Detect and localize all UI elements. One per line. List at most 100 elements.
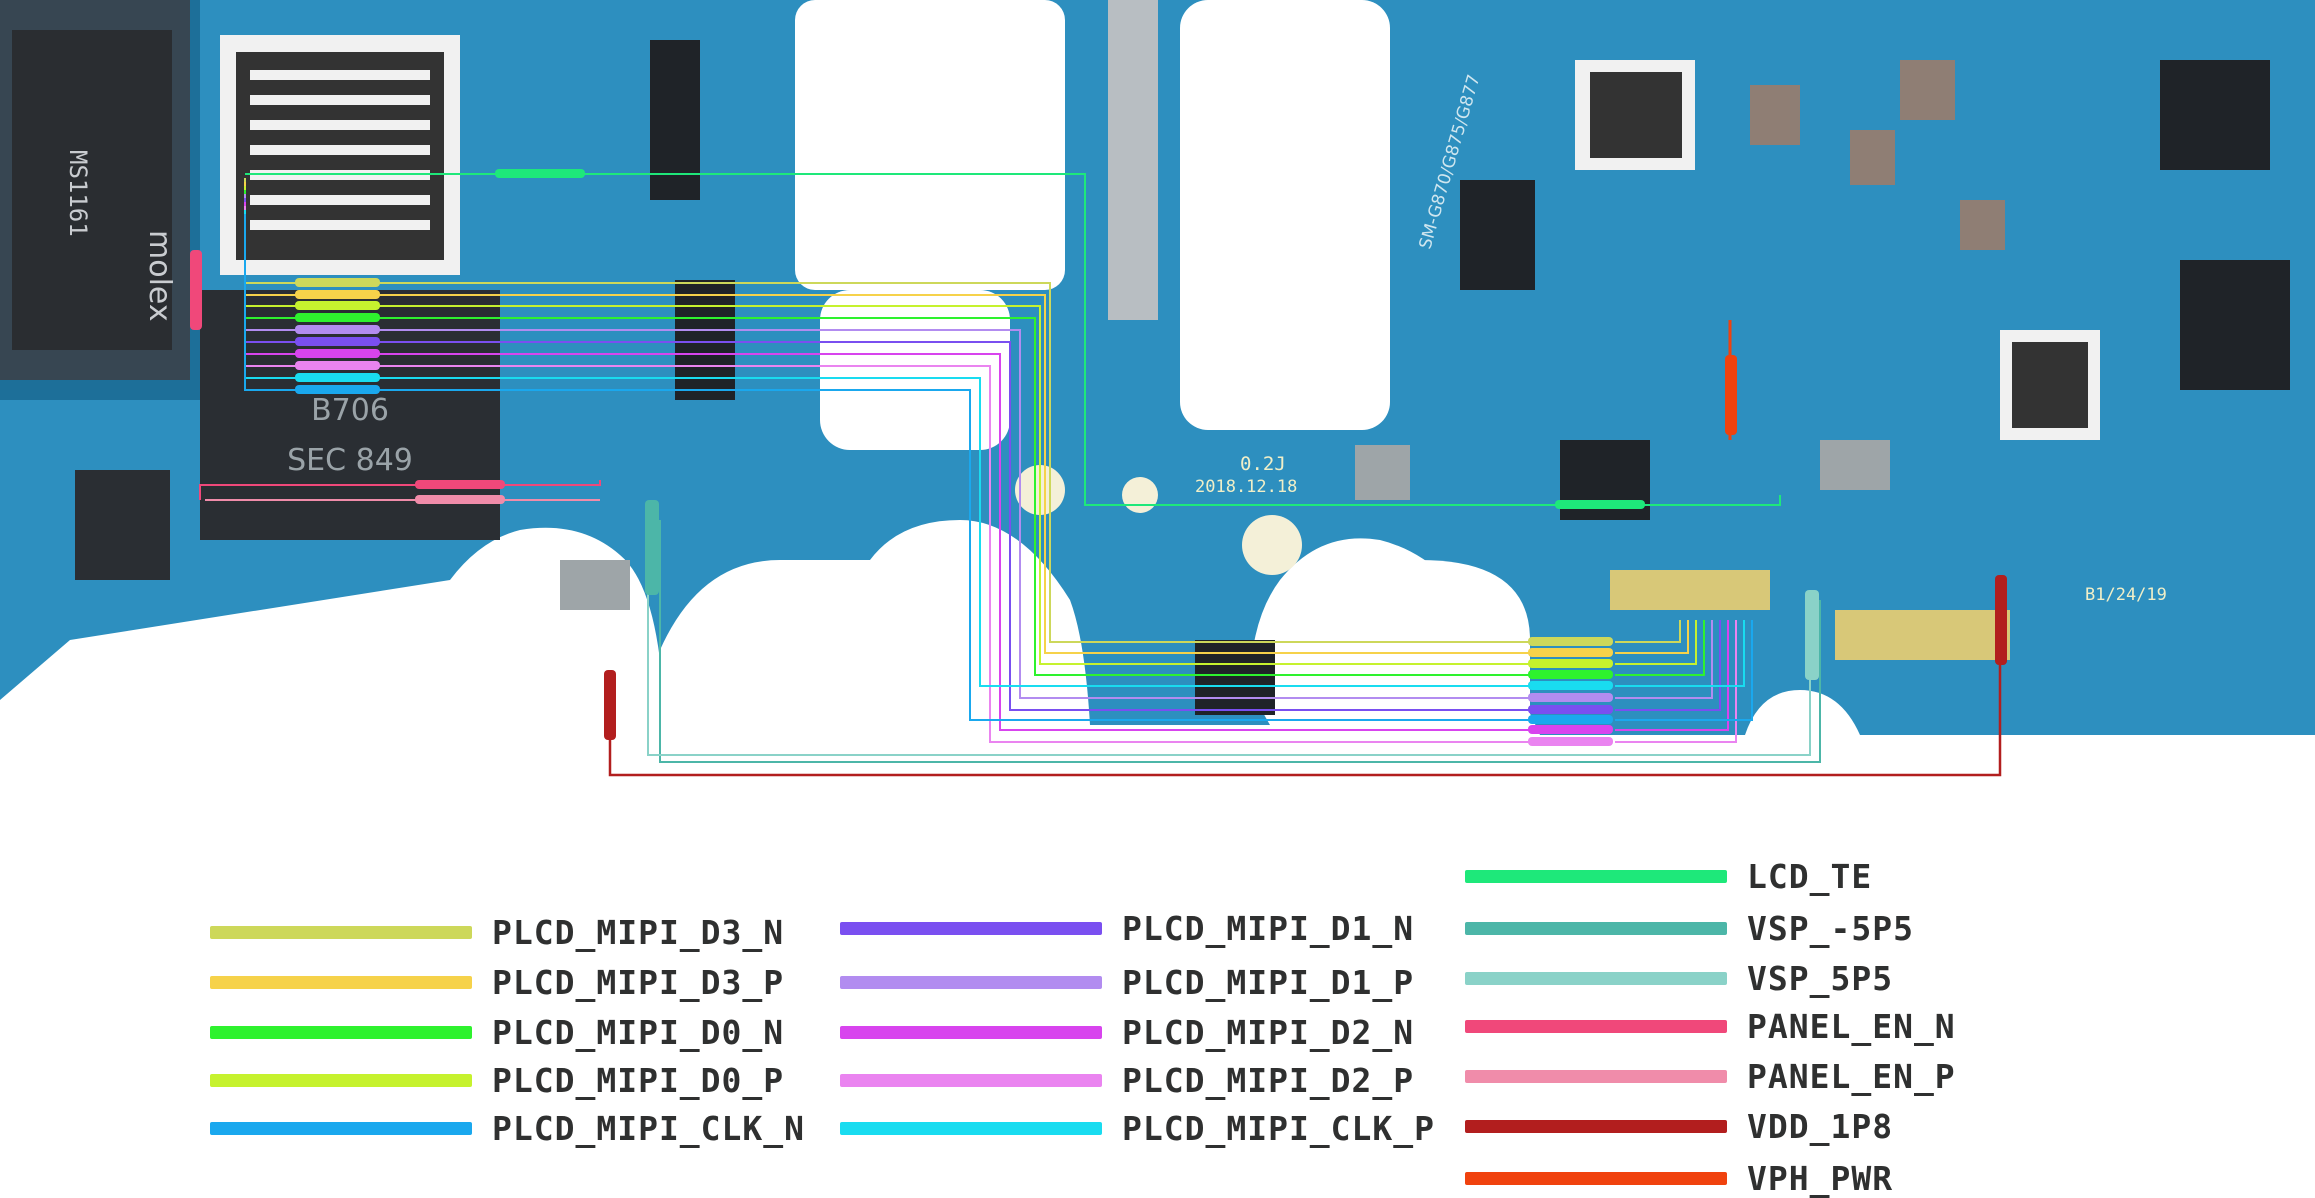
board-version-marking: 0.2J <box>1240 453 1286 475</box>
test-point-panen <box>190 250 202 330</box>
legend-swatch <box>210 925 472 939</box>
test-point-d2p <box>295 361 380 370</box>
test-point-clkp <box>1528 681 1613 690</box>
test-point-d2p <box>1528 737 1613 746</box>
legend-label: PLCD_MIPI_D1_N <box>1122 908 1415 948</box>
legend-swatch <box>840 921 1102 935</box>
board-code-marking: B1/24/19 <box>2085 585 2167 605</box>
trace-clkn <box>244 214 1530 721</box>
test-point-vdd <box>604 670 616 740</box>
svg-text:SEC 849: SEC 849 <box>287 443 413 478</box>
legend-swatch <box>840 975 1102 989</box>
legend-item-panep: PANEL_EN_P <box>1465 1056 1956 1096</box>
legend-item-clkp: PLCD_MIPI_CLK_P <box>840 1108 1435 1148</box>
legend-swatch <box>1465 1019 1727 1033</box>
trace-d1p <box>1615 620 1713 699</box>
legend-swatch <box>1465 869 1727 883</box>
test-point-d0n <box>1528 670 1613 679</box>
test-point-lcdte <box>1555 500 1645 509</box>
test-point-d0p <box>1528 659 1613 668</box>
test-point-d0n <box>295 313 380 322</box>
legend-item-lcdte: LCD_TE <box>1465 856 1872 896</box>
test-point-d2n <box>295 349 380 358</box>
legend-label: LCD_TE <box>1747 856 1873 896</box>
trace-d3n <box>1615 620 1681 643</box>
legend-swatch <box>210 1025 472 1039</box>
test-point-d2n <box>1528 725 1613 734</box>
test-point-lcdte <box>495 169 585 178</box>
trace-d2p <box>1615 620 1737 743</box>
trace-panen <box>199 480 601 500</box>
test-point-vspp <box>1805 590 1819 680</box>
svg-text:B706: B706 <box>311 393 389 428</box>
test-point-vspn <box>645 500 659 595</box>
legend-swatch <box>1465 1171 1727 1185</box>
legend-item-d0p: PLCD_MIPI_D0_P <box>210 1060 784 1100</box>
test-point-panen <box>415 480 505 489</box>
legend-swatch <box>210 975 472 989</box>
legend-item-vph: VPH_PWR <box>1465 1158 1893 1198</box>
test-point-d1n <box>295 337 380 346</box>
legend-swatch <box>210 1073 472 1087</box>
trace-vspn <box>659 520 1821 763</box>
legend-label: PANEL_EN_N <box>1747 1006 1956 1046</box>
test-point-d3n <box>295 278 380 287</box>
legend-item-d3n: PLCD_MIPI_D3_N <box>210 912 784 952</box>
legend-item-vspn: VSP_-5P5 <box>1465 908 1914 948</box>
legend-swatch <box>840 1073 1102 1087</box>
test-point-panep <box>415 495 505 504</box>
test-point-clkn <box>1528 715 1613 724</box>
test-point-d1p <box>295 325 380 334</box>
legend-item-panen: PANEL_EN_N <box>1465 1006 1956 1046</box>
test-point-d3p <box>1528 648 1613 657</box>
connector-brand-marking: molex <box>142 230 177 322</box>
legend-label: VSP_5P5 <box>1747 958 1894 998</box>
legend-item-clkn: PLCD_MIPI_CLK_N <box>210 1108 805 1148</box>
test-point-d1p <box>1528 693 1613 702</box>
trace-d3p <box>1615 620 1689 654</box>
legend-label: PLCD_MIPI_CLK_N <box>492 1108 806 1148</box>
legend-item-d1n: PLCD_MIPI_D1_N <box>840 908 1414 948</box>
legend-label: VDD_1P8 <box>1747 1106 1894 1146</box>
legend-label: PLCD_MIPI_D2_P <box>1122 1060 1415 1100</box>
chip-marking: MS1161 <box>64 150 92 237</box>
test-point-vph <box>1725 355 1737 435</box>
test-point-d3n <box>1528 637 1613 646</box>
legend-item-d0n: PLCD_MIPI_D0_N <box>210 1012 784 1052</box>
trace-clkp <box>1615 620 1745 687</box>
legend-label: PANEL_EN_P <box>1747 1056 1956 1096</box>
legend-swatch <box>840 1025 1102 1039</box>
test-point-clkn <box>295 385 380 394</box>
legend-label: PLCD_MIPI_D0_N <box>492 1012 785 1052</box>
legend-swatch <box>1465 971 1727 985</box>
legend-label: PLCD_MIPI_D3_N <box>492 912 785 952</box>
trace-d1n <box>1615 620 1721 711</box>
legend-label: PLCD_MIPI_D1_P <box>1122 962 1415 1002</box>
legend-label: PLCD_MIPI_CLK_P <box>1122 1108 1436 1148</box>
legend-label: VPH_PWR <box>1747 1158 1894 1198</box>
legend-label: PLCD_MIPI_D3_P <box>492 962 785 1002</box>
test-point-vdd <box>1995 575 2007 665</box>
trace-d0p <box>1615 620 1697 665</box>
test-point-d1n <box>1528 705 1613 714</box>
legend-label: VSP_-5P5 <box>1747 908 1914 948</box>
legend-swatch <box>840 1121 1102 1135</box>
board-date-marking: 2018.12.18 <box>1195 477 1297 497</box>
legend-swatch <box>1465 1119 1727 1133</box>
legend-item-d3p: PLCD_MIPI_D3_P <box>210 962 784 1002</box>
signal-test-points <box>190 169 2007 746</box>
trace-clkn <box>1615 620 1753 721</box>
legend-item-d1p: PLCD_MIPI_D1_P <box>840 962 1414 1002</box>
trace-d2n <box>1615 620 1729 731</box>
legend-item-vspp: VSP_5P5 <box>1465 958 1893 998</box>
legend-swatch <box>210 1121 472 1135</box>
test-point-d0p <box>295 301 380 310</box>
legend-label: PLCD_MIPI_D2_N <box>1122 1012 1415 1052</box>
legend-swatch <box>1465 921 1727 935</box>
legend-item-d2p: PLCD_MIPI_D2_P <box>840 1060 1414 1100</box>
test-point-clkp <box>295 373 380 382</box>
test-point-d3p <box>295 290 380 299</box>
legend-label: PLCD_MIPI_D0_P <box>492 1060 785 1100</box>
trace-d0n <box>1615 620 1705 676</box>
legend-item-d2n: PLCD_MIPI_D2_N <box>840 1012 1414 1052</box>
